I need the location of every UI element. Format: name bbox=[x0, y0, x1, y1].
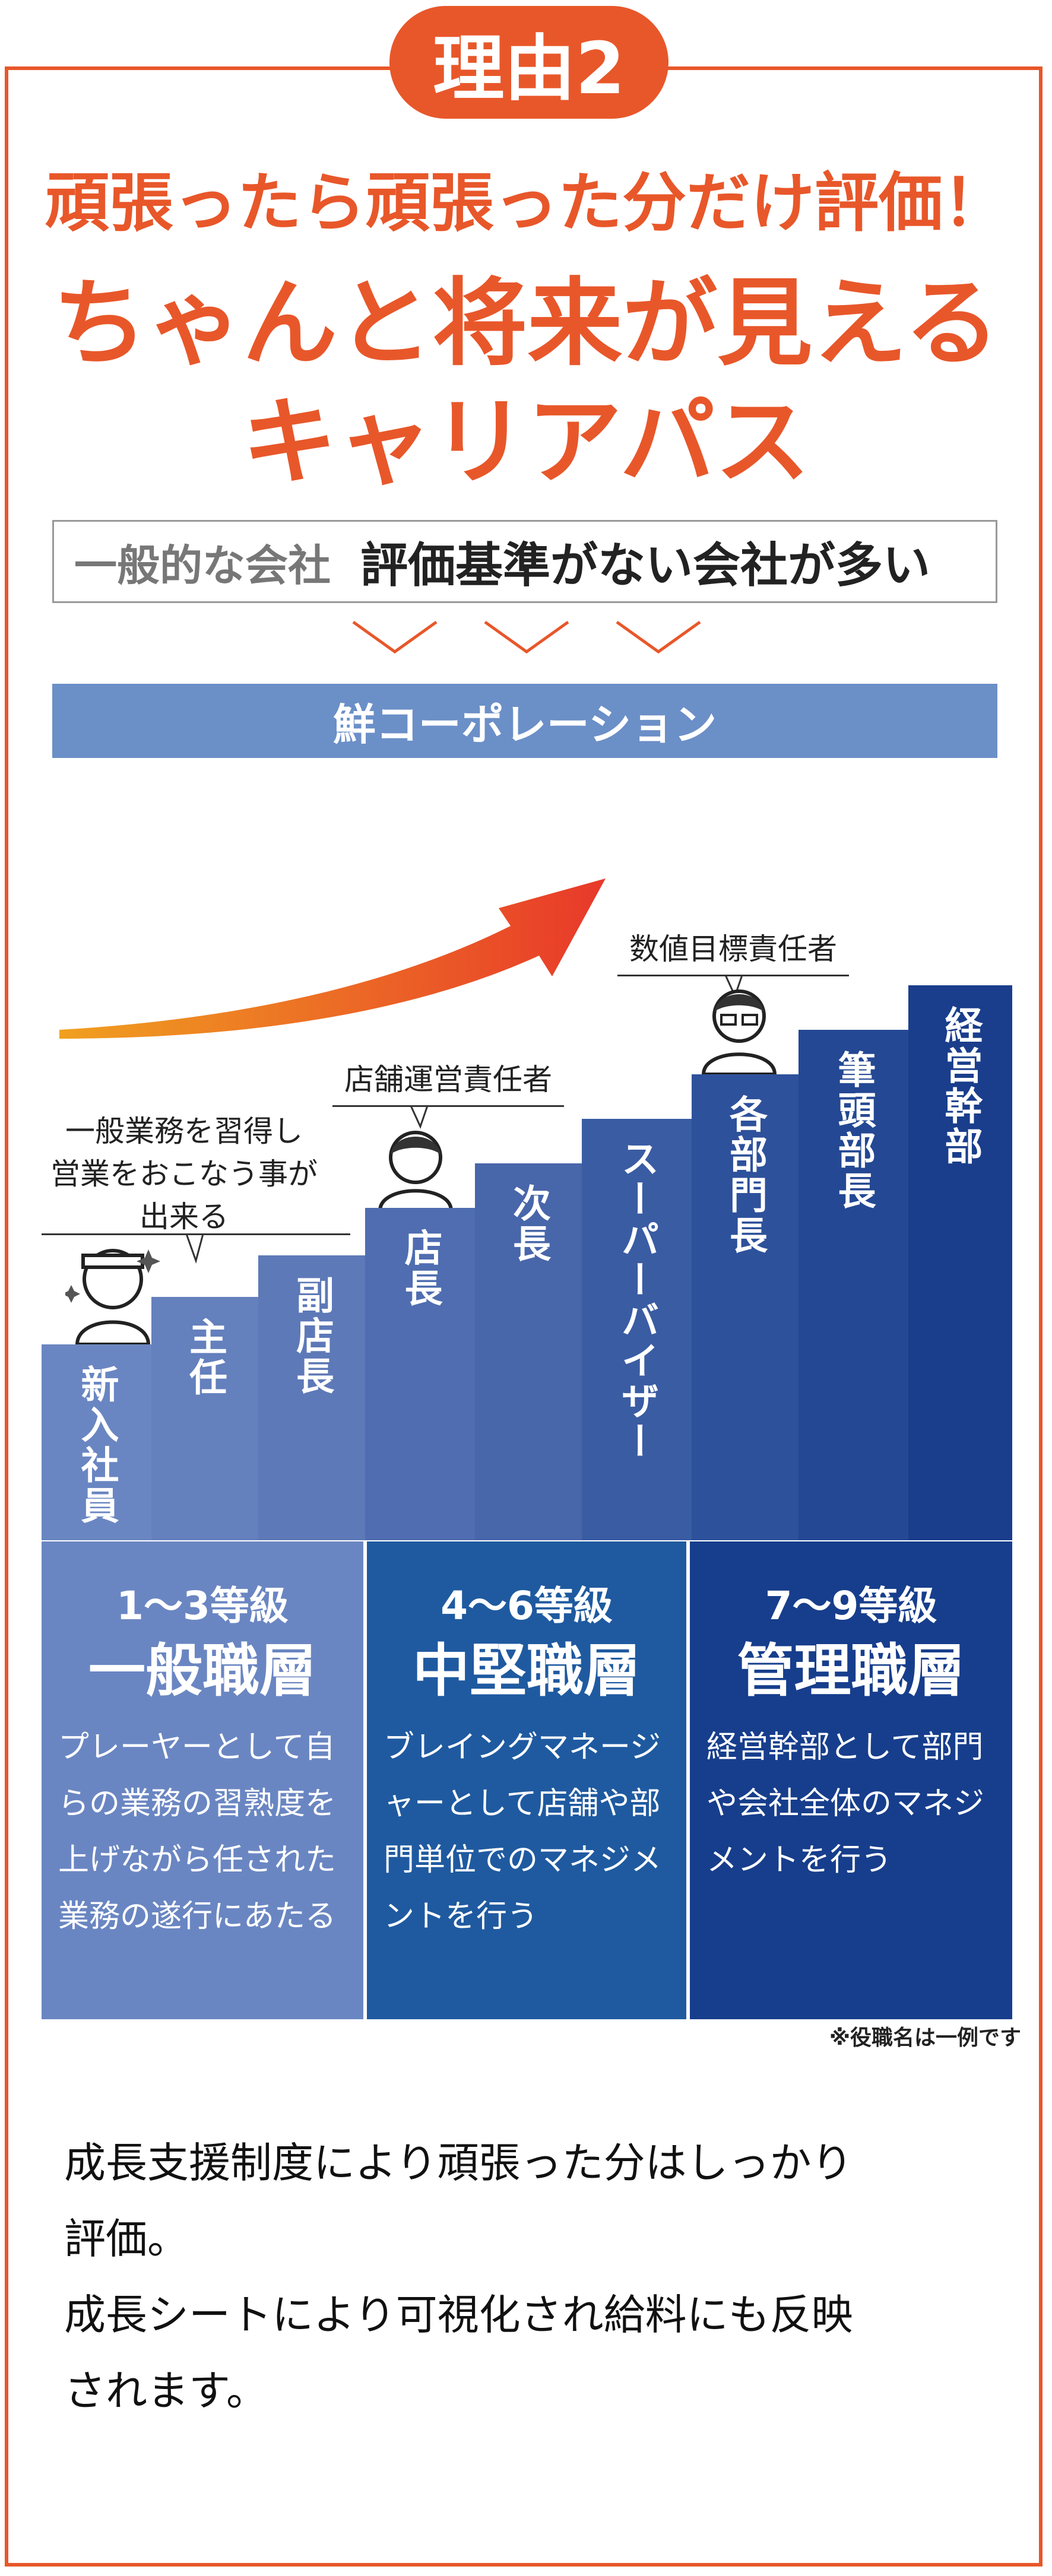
callout-line: 営業をおこなう事が bbox=[50, 1157, 318, 1191]
comparison-label: 一般的な会社 bbox=[74, 540, 331, 591]
summary-line: 成長支援制度により頑張った分はしっかり bbox=[64, 2139, 853, 2187]
store-manager-person-icon bbox=[378, 1131, 454, 1211]
tier-management: 7〜9等級 管理職層 経営幹部として部門や会社全体のマネジメントを行う bbox=[690, 1541, 1012, 2019]
summary-text: 成長支援制度により頑張った分はしっかり 評価。 成長シートにより可視化され給料に… bbox=[64, 2125, 1002, 2429]
step-executive: 経営幹部 bbox=[908, 985, 1012, 1540]
callout-line: 出来る bbox=[140, 1200, 229, 1234]
comparison-text: 評価基準がない会社が多い bbox=[360, 538, 931, 593]
footnote: ※役職名は一例です bbox=[829, 2026, 1021, 2050]
callout-pointer bbox=[185, 1234, 204, 1264]
tier-general: 1〜3等級 一般職層 プレーヤーとして自らの業務の習熟度を上げながら任された業務… bbox=[42, 1541, 363, 2019]
step-deputy-manager: 次長 bbox=[475, 1163, 582, 1540]
callout-pointer bbox=[410, 1106, 429, 1130]
callout-target: 数値目標責任者 bbox=[629, 932, 837, 966]
chevron-down-icon bbox=[352, 620, 438, 654]
step-chief: 主任 bbox=[151, 1297, 258, 1540]
chevron-down-icon bbox=[484, 620, 569, 654]
company-bar: 鮮コーポレーション bbox=[52, 684, 997, 758]
summary-line: 成長シートにより可視化され給料にも反映 bbox=[64, 2291, 853, 2339]
tier-name: 一般職層 bbox=[88, 1638, 316, 1704]
tier-level: 1〜3等級 bbox=[116, 1583, 289, 1629]
newcomer-person-icon bbox=[65, 1249, 160, 1344]
growth-arrow-icon bbox=[59, 878, 606, 1039]
step-senior-manager: 筆頭部長 bbox=[798, 1030, 908, 1540]
callout-store: 店舗運営責任者 bbox=[344, 1062, 552, 1097]
title-line-2: キャリアパス bbox=[242, 386, 810, 497]
target-manager-person-icon bbox=[701, 989, 777, 1074]
tier-level: 7〜9等級 bbox=[765, 1583, 937, 1629]
step-new-employee: 新入社員 bbox=[42, 1344, 151, 1540]
tier-description: プレーヤーとして自らの業務の習熟度を上げながら任された業務の遂行にあたる bbox=[58, 1730, 337, 1934]
headline: 頑張ったら頑張った分だけ評価！ bbox=[45, 166, 1007, 240]
callout-underline bbox=[617, 975, 849, 976]
step-department-head: 各部門長 bbox=[692, 1074, 798, 1540]
page-title: ちゃんと将来が見える キャリアパス bbox=[0, 264, 1052, 502]
summary-line: 評価。 bbox=[64, 2215, 189, 2263]
tier-description: 経営幹部として部門や会社全体のマネジメントを行う bbox=[706, 1730, 985, 1878]
comparison-box: 一般的な会社 評価基準がない会社が多い bbox=[52, 520, 997, 603]
callout-underline bbox=[332, 1105, 564, 1107]
chevron-down-icon bbox=[616, 620, 701, 654]
title-line-1: ちゃんと将来が見える bbox=[52, 268, 1000, 379]
tier-level: 4〜6等級 bbox=[441, 1583, 613, 1629]
tier-description: ブレイングマネージャーとして店舗や部門単位でのマネジメントを行う bbox=[384, 1730, 662, 1934]
callout-underline bbox=[42, 1233, 350, 1235]
summary-line: されます。 bbox=[64, 2366, 268, 2415]
callout-newcomer: 一般業務を習得し 営業をおこなう事が 出来る bbox=[24, 1110, 344, 1238]
callout-line: 一般業務を習得し bbox=[65, 1114, 303, 1149]
step-store-manager: 店長 bbox=[365, 1208, 475, 1540]
tier-name: 管理職層 bbox=[737, 1638, 965, 1704]
step-assistant-manager: 副店長 bbox=[258, 1255, 365, 1540]
step-supervisor: スーパーバイザー bbox=[582, 1119, 692, 1540]
reason-badge: 理由2 bbox=[389, 6, 668, 119]
tier-name: 中堅職層 bbox=[413, 1638, 641, 1704]
tier-middle: 4〜6等級 中堅職層 ブレイングマネージャーとして店舗や部門単位でのマネジメント… bbox=[367, 1541, 686, 2019]
